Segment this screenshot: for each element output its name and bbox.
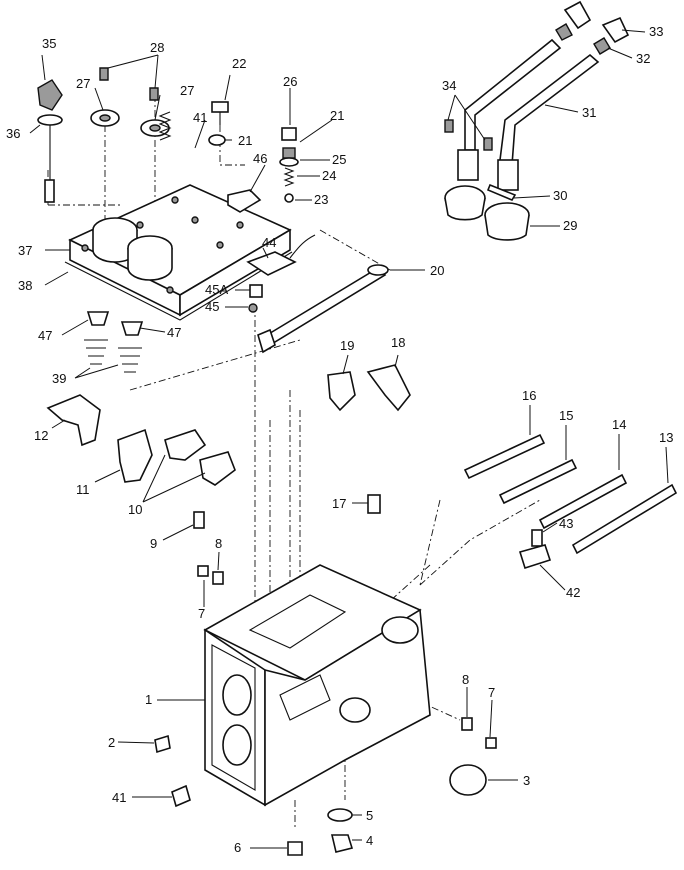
spring-41	[158, 111, 172, 141]
callout-39: 39	[52, 371, 66, 386]
callout-36: 36	[6, 126, 20, 141]
shift-rails-13-16	[463, 433, 678, 555]
callout-3: 3	[523, 773, 530, 788]
leader-lines	[29, 29, 669, 849]
callout-35: 35	[42, 36, 56, 51]
callout-22: 22	[232, 56, 246, 71]
bracket-46	[227, 189, 262, 213]
callout-27-left: 27	[76, 76, 90, 91]
callout-34: 34	[442, 78, 456, 93]
dipstick-35	[37, 79, 63, 203]
transmission-case-1	[203, 564, 431, 807]
callout-26: 26	[283, 74, 297, 89]
callout-4: 4	[366, 833, 373, 848]
callout-18: 18	[391, 335, 405, 350]
callout-16: 16	[522, 388, 536, 403]
callout-37: 37	[18, 243, 32, 258]
callout-8-lower: 8	[462, 672, 469, 687]
callout-30: 30	[553, 188, 567, 203]
callout-13: 13	[659, 430, 673, 445]
callout-7-upper: 7	[198, 606, 205, 621]
top-cover-37	[64, 184, 293, 321]
callout-41-lower: 41	[112, 790, 126, 805]
callout-43: 43	[559, 516, 573, 531]
callout-42: 42	[566, 585, 580, 600]
callout-8-upper: 8	[215, 536, 222, 551]
callout-23: 23	[314, 192, 328, 207]
callout-33: 33	[649, 24, 663, 39]
callout-labels: 35 28 22 26 27 27 36 41 21 21 25 46 24 2…	[6, 24, 673, 855]
callout-11: 11	[76, 482, 90, 497]
callout-19: 19	[340, 338, 354, 353]
callout-29: 29	[563, 218, 577, 233]
small-parts	[193, 494, 552, 749]
callout-9: 9	[150, 536, 157, 551]
callout-46: 46	[253, 151, 267, 166]
callout-5: 5	[366, 808, 373, 823]
plunger-26	[279, 127, 299, 203]
callout-25: 25	[332, 152, 346, 167]
callout-17: 17	[332, 496, 346, 511]
callout-24: 24	[322, 168, 336, 183]
callout-2: 2	[108, 735, 115, 750]
callout-45: 45	[205, 299, 219, 314]
callout-20: 20	[430, 263, 444, 278]
callout-7-lower: 7	[488, 685, 495, 700]
interlock-44	[246, 234, 316, 313]
callout-21-right: 21	[330, 108, 344, 123]
callout-32: 32	[636, 51, 650, 66]
callout-38: 38	[18, 278, 32, 293]
callout-28: 28	[150, 40, 164, 55]
bolt-22	[208, 101, 229, 146]
callout-12: 12	[34, 428, 48, 443]
callout-15: 15	[559, 408, 573, 423]
shift-forks-10-11-12	[46, 394, 236, 486]
callout-47-left: 47	[38, 328, 52, 343]
callout-47-right: 47	[167, 325, 181, 340]
callout-21-left: 21	[238, 133, 252, 148]
callout-45a: 45A	[205, 282, 228, 297]
callout-31: 31	[582, 105, 596, 120]
callout-1: 1	[145, 692, 152, 707]
callout-44: 44	[262, 235, 276, 250]
callout-41-top: 41	[193, 110, 207, 125]
shift-levers-31	[444, 0, 630, 241]
washers-27	[90, 67, 170, 137]
shift-rod-20	[257, 264, 389, 354]
caps-47	[84, 311, 144, 373]
shift-forks-18-19	[327, 364, 411, 412]
callout-27-right: 27	[180, 83, 194, 98]
callout-14: 14	[612, 417, 626, 432]
callout-6: 6	[234, 840, 241, 855]
case-fasteners	[154, 734, 487, 856]
callout-10: 10	[128, 502, 142, 517]
